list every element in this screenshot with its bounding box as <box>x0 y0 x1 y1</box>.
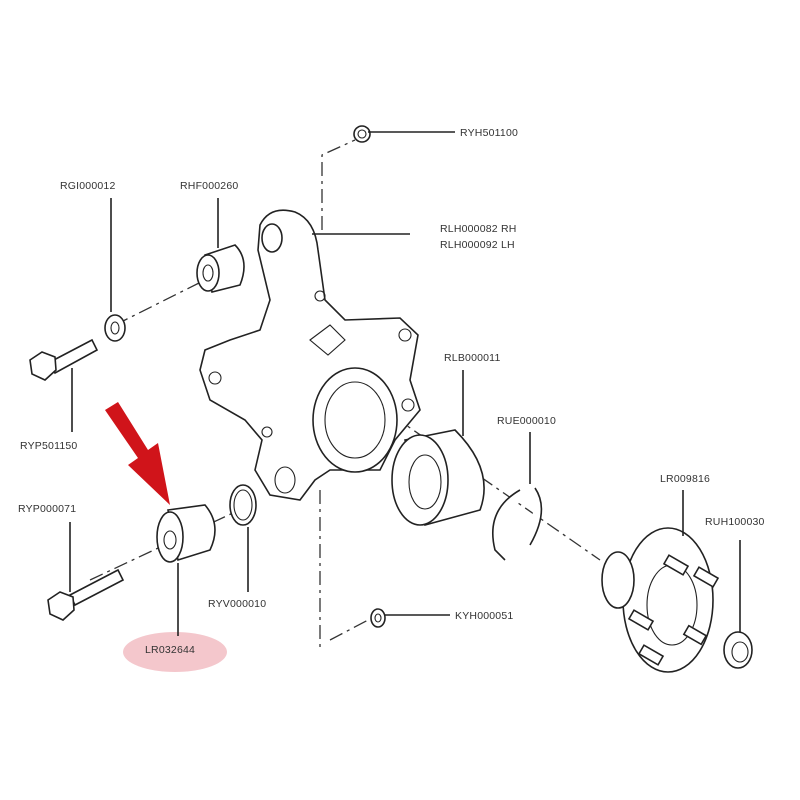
bolt-ryp501150 <box>29 338 99 381</box>
label-rlh000092: RLH000092 LH <box>440 239 515 251</box>
nut-kyh000051 <box>370 608 386 628</box>
bolt-ryp000071 <box>47 568 125 621</box>
axis-line <box>369 399 601 561</box>
axis-line <box>329 617 373 641</box>
red-arrow-icon <box>105 402 170 505</box>
bushing-rhf000260 <box>196 244 245 293</box>
label-ryh501100: RYH501100 <box>460 127 518 139</box>
label-rlh000082: RLH000082 RH <box>440 223 517 235</box>
label-rue000010: RUE000010 <box>497 415 556 427</box>
label-ryp000071: RYP000071 <box>18 503 76 515</box>
washer-rgi000012 <box>104 314 126 342</box>
label-kyh000051: KYH000051 <box>455 610 513 622</box>
hub-lr009816 <box>601 527 720 673</box>
axis-line <box>321 139 356 230</box>
label-lr032644: LR032644 <box>145 644 195 656</box>
highlight-ellipse <box>123 632 227 672</box>
ring-ryv000010 <box>229 484 257 526</box>
label-rlb000011: RLB000011 <box>444 352 500 364</box>
label-rgi000012: RGI000012 <box>60 180 116 192</box>
nut-ryh501100 <box>353 125 371 143</box>
label-rhf000260: RHF000260 <box>180 180 238 192</box>
bearing-rlb000011 <box>391 429 485 526</box>
knuckle <box>199 209 421 501</box>
label-lr009816: LR009816 <box>660 473 710 485</box>
label-ryv000010: RYV000010 <box>208 598 266 610</box>
circlip-rue000010 <box>491 487 543 561</box>
label-ruh100030: RUH100030 <box>705 516 765 528</box>
nut-ruh100030 <box>723 631 753 669</box>
label-ryp501150: RYP501150 <box>20 440 77 452</box>
bushing-lr032644 <box>156 504 216 563</box>
